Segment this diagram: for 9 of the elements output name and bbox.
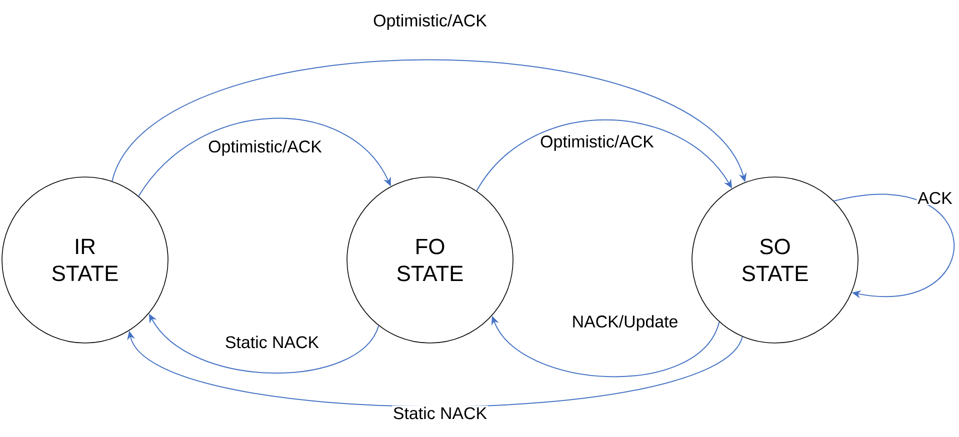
- edge-label: Static NACK: [392, 406, 488, 420]
- edge-label: Optimistic/ACK: [539, 134, 655, 152]
- edge-label: Optimistic/ACK: [207, 139, 323, 157]
- edge-label: ACK: [916, 191, 954, 205]
- arrow: [833, 194, 954, 298]
- edge-label: Optimistic/ACK: [372, 13, 488, 31]
- edge-label: Static NACK: [224, 334, 320, 350]
- edge-label: NACK/Update: [570, 314, 680, 332]
- arrow: [138, 118, 391, 197]
